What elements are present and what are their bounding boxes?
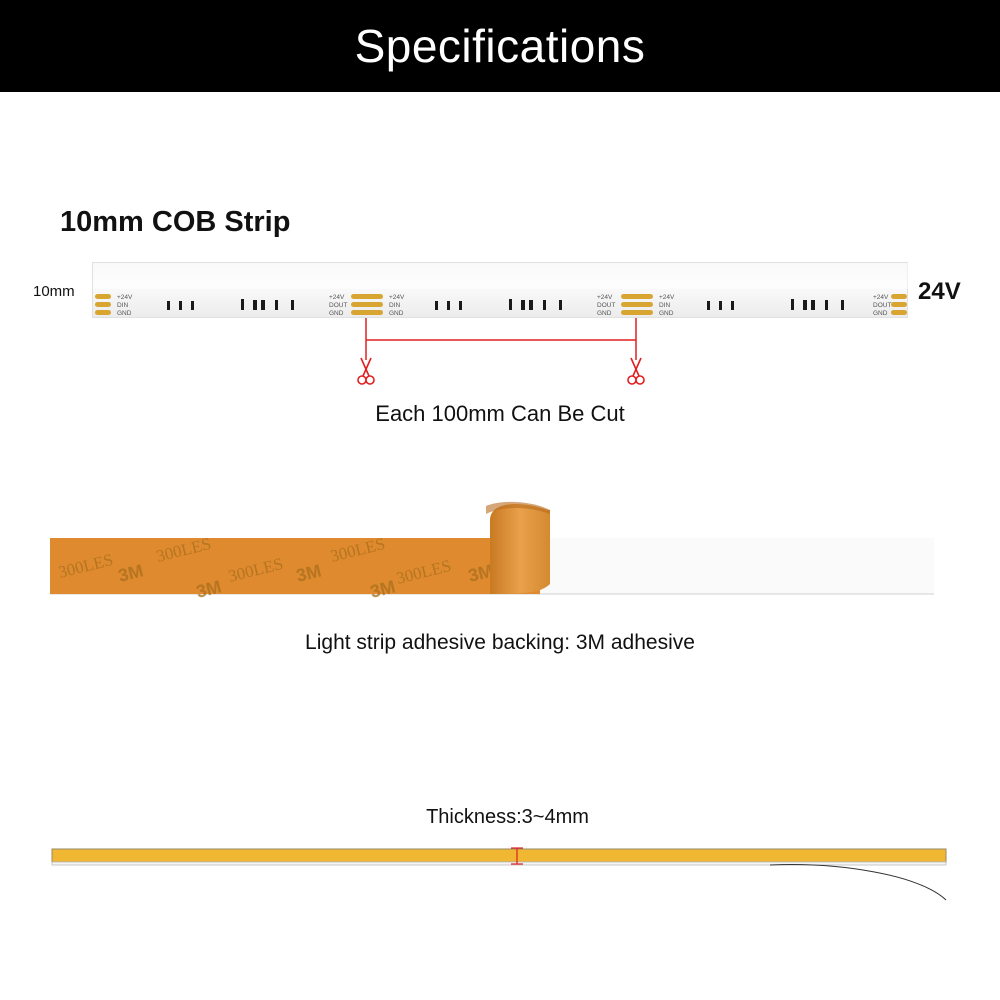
strip-width-label: 10mm	[33, 283, 75, 300]
svg-text:DIN: DIN	[389, 302, 401, 309]
solder-pads-cut-point-1: +24V DOUT GND +24V DIN GND	[329, 294, 405, 317]
thickness-label: Thickness:3~4mm	[426, 806, 589, 828]
svg-text:GND: GND	[873, 310, 888, 317]
cut-caption: Each 100mm Can Be Cut	[375, 401, 625, 426]
svg-text:DIN: DIN	[117, 302, 129, 309]
cut-indicator	[350, 318, 650, 398]
svg-text:+24V: +24V	[117, 294, 133, 301]
solder-pads-left-end: +24V DIN GND	[95, 294, 133, 317]
page-title: Specifications	[354, 20, 646, 72]
svg-text:GND: GND	[659, 310, 674, 317]
solder-pads-cut-point-2: +24V DOUT GND +24V DIN GND	[597, 294, 675, 317]
svg-text:GND: GND	[389, 310, 404, 317]
svg-text:GND: GND	[117, 310, 132, 317]
cob-strip-drawing: +24V DIN GND +24V DOUT GND +24V DIN GND …	[93, 263, 909, 317]
strip-profile	[50, 840, 950, 905]
svg-text:+24V: +24V	[873, 294, 889, 301]
solder-pads-right-end: +24V DOUT GND	[873, 294, 907, 317]
scissors-icon	[357, 357, 375, 385]
svg-text:DOUT: DOUT	[329, 302, 347, 309]
strip-components	[167, 299, 844, 310]
svg-text:+24V: +24V	[389, 294, 405, 301]
cob-strip: +24V DIN GND +24V DOUT GND +24V DIN GND …	[92, 262, 909, 318]
thickness-marker	[511, 847, 523, 865]
svg-text:DOUT: DOUT	[597, 302, 615, 309]
svg-text:DIN: DIN	[659, 302, 671, 309]
svg-text:GND: GND	[597, 310, 612, 317]
strip-voltage-label: 24V	[918, 278, 961, 305]
adhesive-caption: Light strip adhesive backing: 3M adhesiv…	[305, 631, 695, 654]
strip-title: 10mm COB Strip	[60, 206, 291, 238]
page-header: Specifications	[0, 0, 1000, 92]
svg-text:+24V: +24V	[329, 294, 345, 301]
svg-text:DOUT: DOUT	[873, 302, 891, 309]
svg-text:+24V: +24V	[659, 294, 675, 301]
svg-text:+24V: +24V	[597, 294, 613, 301]
scissors-icon	[627, 357, 645, 385]
svg-text:GND: GND	[329, 310, 344, 317]
adhesive-backing: 300LES 3M 300LES 3M 300LES 3M 300LES 3M …	[50, 500, 934, 602]
